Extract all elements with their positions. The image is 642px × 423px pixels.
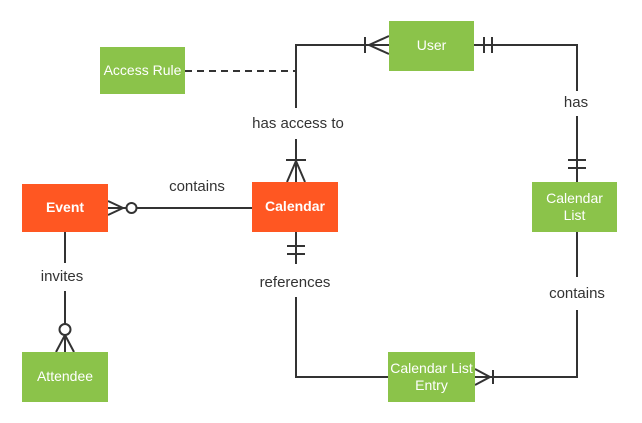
cardinality-one-and-only-one-ticks [568, 159, 586, 169]
cardinality-many-crowfoot [286, 160, 306, 183]
connector-user-has-calendarlist [474, 37, 586, 182]
relationship-label-has-access-to: has access to [249, 114, 347, 134]
cardinality-one-and-only-one-ticks [483, 37, 493, 53]
connector-event-invites-attendee [55, 232, 75, 353]
connector-calendar-hasaccessto-user [286, 35, 390, 183]
cardinality-many-crowfoot [55, 334, 75, 353]
entity-calendar: Calendar [252, 182, 338, 232]
cardinality-many-crowfoot [368, 35, 390, 55]
entity-user: User [389, 21, 474, 71]
cardinality-many-crowfoot [474, 368, 491, 386]
relationship-label-contains: contains [546, 284, 608, 304]
cardinality-one-and-only-one-ticks [287, 245, 305, 255]
entity-calendar-list-entry: Calendar List Entry [388, 352, 475, 402]
entity-access-rule: Access Rule [100, 47, 185, 94]
cardinality-zero-circle [125, 202, 138, 214]
connector-calendar-references-entry [287, 231, 388, 378]
cardinality-zero-circle [58, 323, 72, 336]
entity-attendee: Attendee [22, 352, 108, 402]
relationship-label-invites: invites [37, 267, 87, 287]
connector-event-contains-calendar [107, 200, 252, 216]
entity-calendar-list: Calendar List [532, 182, 617, 232]
relationship-label-contains: contains [166, 177, 228, 197]
connector-calendarlist-contains-entry [474, 232, 578, 386]
entity-event: Event [22, 184, 108, 232]
relationship-label-references: references [256, 273, 334, 293]
relationship-label-has: has [560, 93, 592, 113]
